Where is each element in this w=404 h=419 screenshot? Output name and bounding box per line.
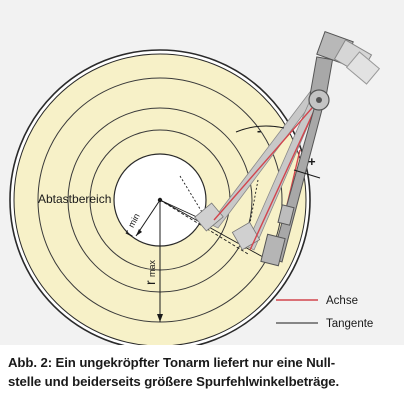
axis-line-middle bbox=[249, 99, 320, 251]
tonearm-pivot-assembly bbox=[308, 30, 381, 111]
angle-sign-minus: - bbox=[257, 123, 261, 138]
r-min-arrowhead bbox=[136, 229, 142, 236]
legend-axis-label: Achse bbox=[326, 295, 358, 307]
caption-line-1: Abb. 2: Ein ungekröpfter Tonarm liefert … bbox=[8, 355, 335, 370]
axis-line-inner bbox=[213, 99, 320, 221]
angle-arc-positive bbox=[293, 169, 321, 179]
r-max-label: r bbox=[142, 280, 158, 285]
tonearm-diagram: Abtastbereich r min r max bbox=[9, 30, 381, 345]
r-max-subscript: max bbox=[147, 259, 157, 277]
angle-sign-plus: + bbox=[308, 154, 316, 169]
tangent-line-outer bbox=[159, 199, 273, 263]
caption-line-2: stelle und beiderseits größere Spurfehlw… bbox=[8, 373, 340, 389]
scan-area-label: Abtastbereich bbox=[38, 192, 111, 206]
legend-tangent-label: Tangente bbox=[326, 318, 373, 330]
r-min-label: r bbox=[120, 227, 136, 239]
angle-arc-negative bbox=[235, 125, 285, 133]
figure-caption: Abb. 2: Ein ungekröpfter Tonarm liefert … bbox=[8, 354, 400, 391]
r-max-arrowhead bbox=[157, 314, 163, 322]
tonearm-main bbox=[260, 101, 325, 267]
